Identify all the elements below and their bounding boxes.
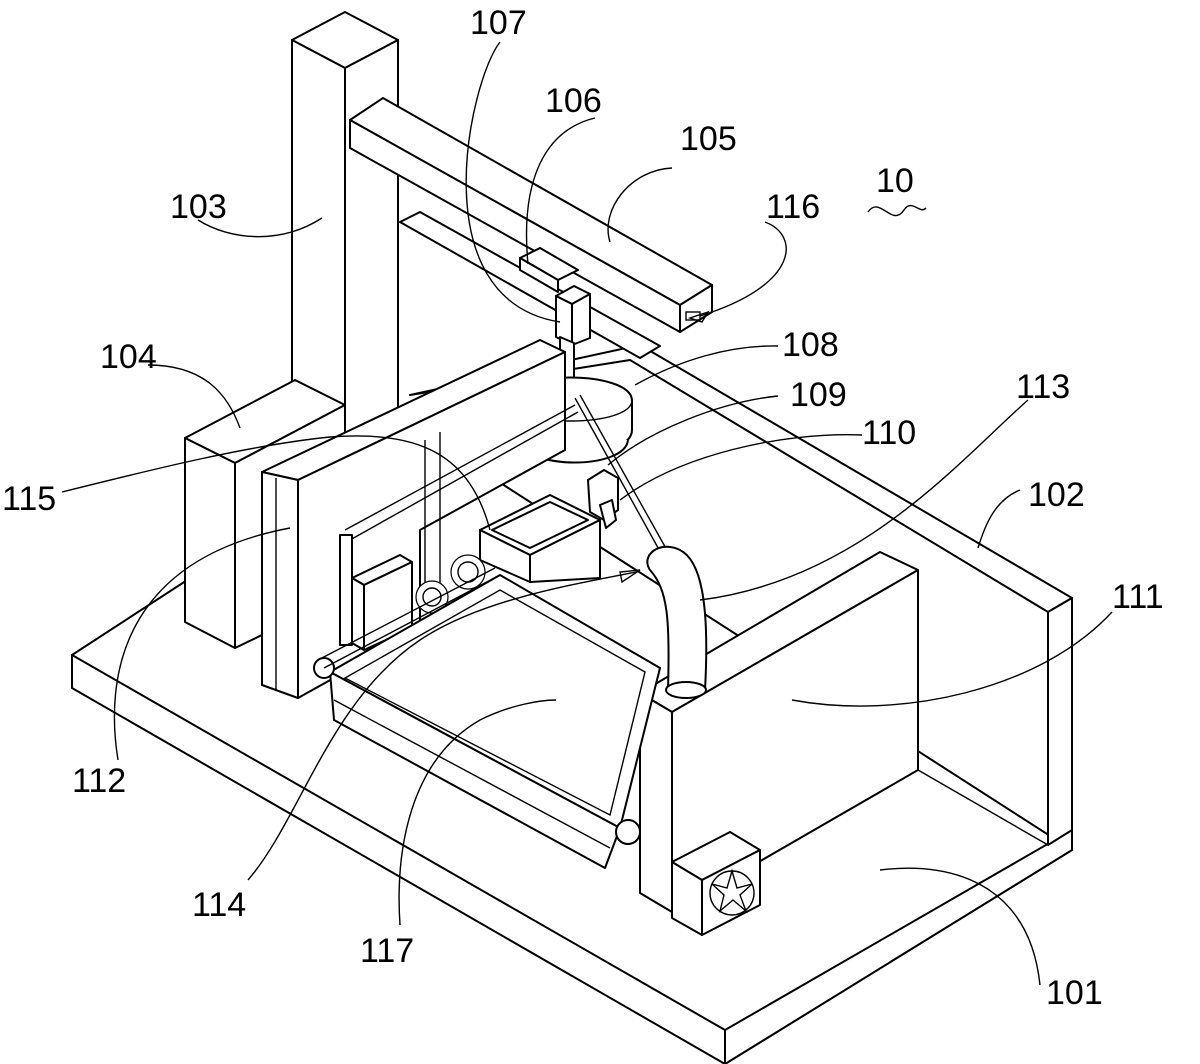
ref-label-10: 10	[876, 162, 914, 200]
ref-label-105: 105	[680, 120, 737, 158]
conveyor-bed	[313, 567, 661, 869]
rear-enclosure	[409, 344, 1073, 846]
gear-icon	[450, 554, 486, 590]
ref-label-114: 114	[192, 886, 246, 924]
ref-label-115: 115	[2, 480, 56, 518]
pipe	[646, 545, 708, 699]
ref-label-112: 112	[72, 762, 126, 800]
hopper	[479, 494, 601, 583]
ref-label-110: 110	[862, 414, 916, 452]
ref-label-113: 113	[1016, 368, 1070, 406]
ref-label-103: 103	[170, 188, 227, 226]
ref-label-102: 102	[1028, 476, 1085, 514]
leader-lines	[61, 41, 1113, 986]
ref-label-101: 101	[1046, 974, 1103, 1012]
ref-label-107: 107	[470, 4, 527, 42]
front-right-wall	[639, 551, 919, 913]
ref-label-108: 108	[782, 326, 839, 364]
ref-label-104: 104	[100, 338, 157, 376]
carriage	[519, 247, 579, 293]
gantry-beam	[349, 97, 713, 359]
nozzle-head	[574, 394, 669, 556]
fan-box	[671, 831, 761, 936]
ref-label-111: 111	[1112, 578, 1164, 616]
ref-label-106: 106	[545, 82, 602, 120]
ref-label-109: 109	[790, 376, 847, 414]
ref-label-116: 116	[766, 188, 820, 226]
fan-icon	[711, 868, 753, 914]
ref-label-117: 117	[360, 932, 414, 970]
reference-labels: 10 101 102 103 104 105 106 107 108 109 1…	[2, 4, 1164, 1012]
